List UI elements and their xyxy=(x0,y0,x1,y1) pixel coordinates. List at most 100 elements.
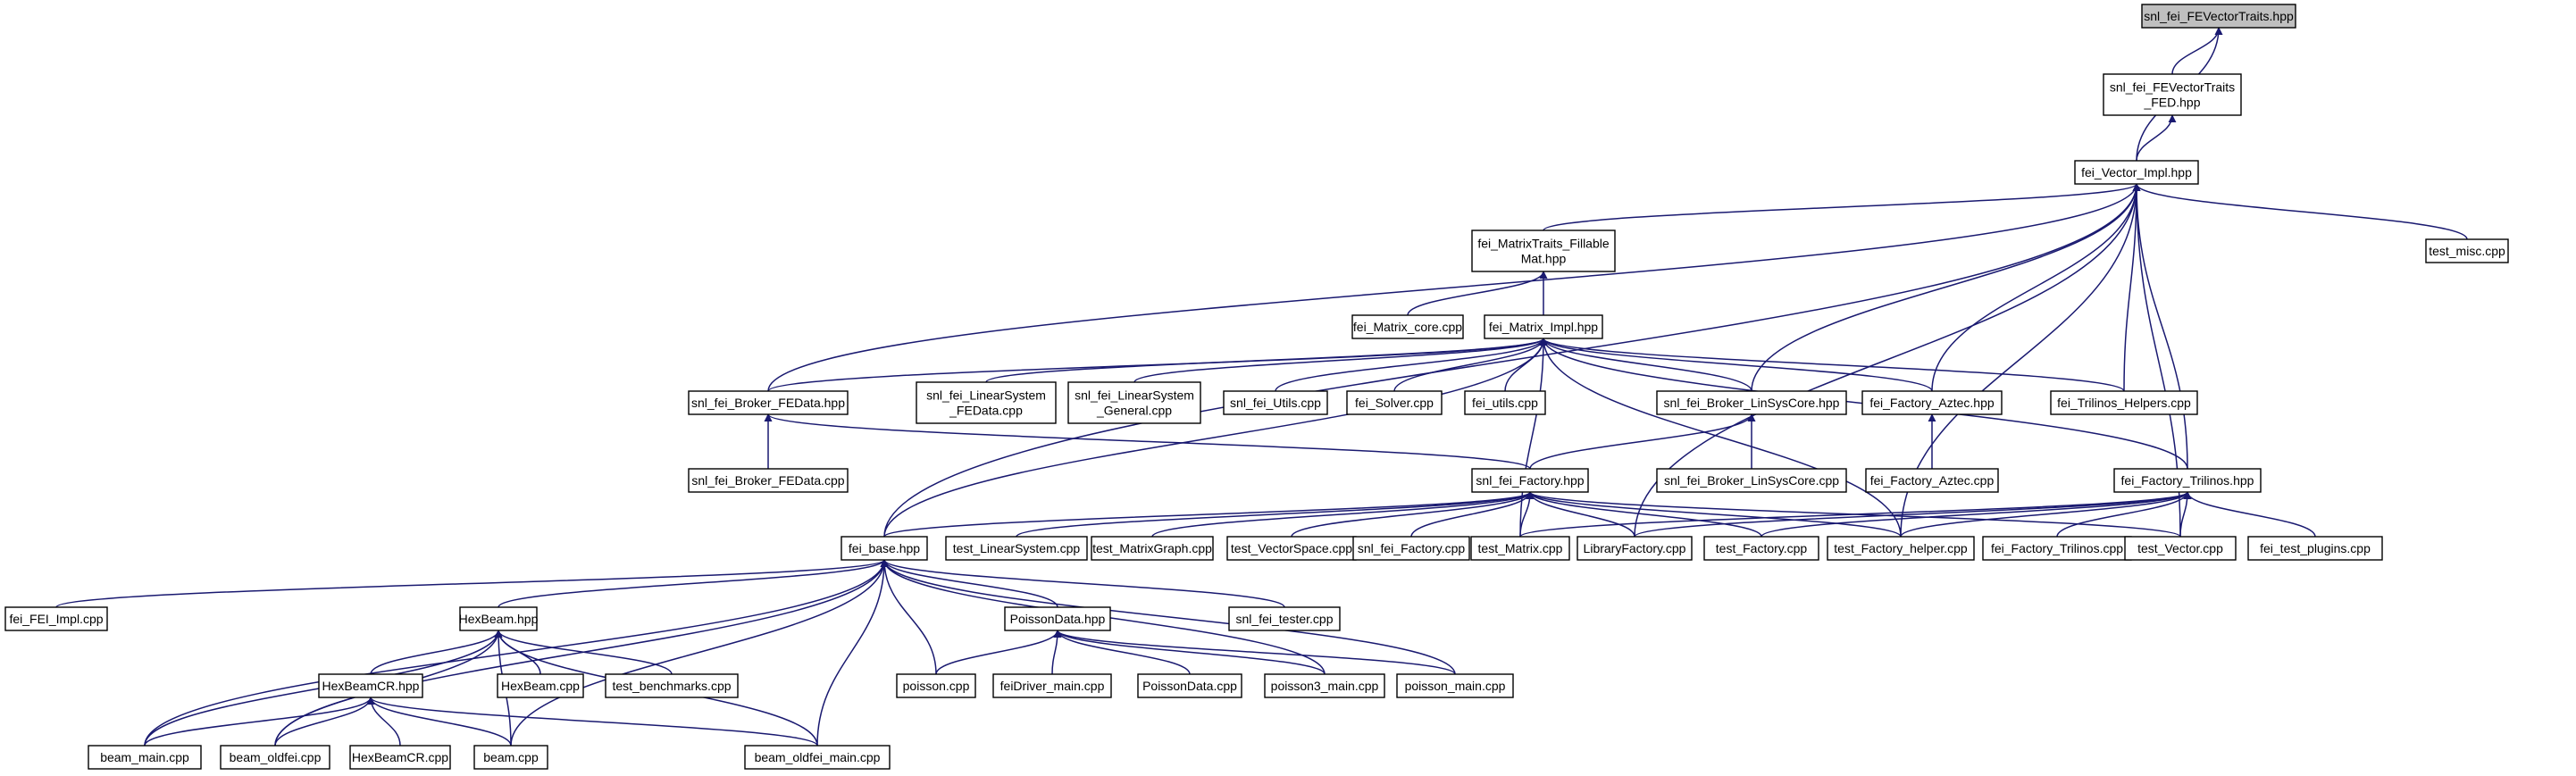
node-box xyxy=(1004,606,1111,631)
node-box xyxy=(605,673,739,698)
node-label: test_Factory.cpp xyxy=(1716,541,1808,555)
node-label: snl_fei_Broker_LinSysCore.cpp xyxy=(1664,473,1839,488)
graph-node[interactable]: fei_Factory_Trilinos.hpp xyxy=(2113,468,2262,493)
graph-node[interactable]: PoissonData.cpp xyxy=(1137,673,1242,698)
node-label: snl_fei_FEVectorTraits.hpp xyxy=(2144,9,2294,23)
graph-node[interactable]: snl_fei_FEVectorTraits_FED.hpp xyxy=(2103,73,2242,116)
graph-node[interactable]: snl_fei_Broker_LinSysCore.cpp xyxy=(1656,468,1847,493)
graph-node[interactable]: test_benchmarks.cpp xyxy=(605,673,739,698)
node-box xyxy=(992,673,1112,698)
node-label: _General.cpp xyxy=(1096,404,1172,418)
node-box xyxy=(1346,390,1443,415)
node-label: HexBeamCR.cpp xyxy=(352,750,448,764)
graph-node[interactable]: HexBeam.cpp xyxy=(497,673,584,698)
dependency-edge xyxy=(1151,491,1535,538)
graph-node[interactable]: snl_fei_Factory.cpp xyxy=(1352,536,1470,561)
dependency-edge xyxy=(1931,183,2141,392)
graph-node[interactable]: PoissonData.hpp xyxy=(1004,606,1111,631)
node-label: snl_fei_tester.cpp xyxy=(1236,612,1334,626)
graph-node[interactable]: test_Factory_helper.cpp xyxy=(1827,536,1975,561)
graph-node[interactable]: snl_fei_Broker_LinSysCore.hpp xyxy=(1656,390,1847,415)
graph-node[interactable]: beam.cpp xyxy=(473,745,548,770)
node-box xyxy=(1067,381,1201,424)
graph-node[interactable]: test_LinearSystem.cpp xyxy=(945,536,1088,561)
node-label: fei_Solver.cpp xyxy=(1355,396,1434,410)
graph-node[interactable]: beam_main.cpp xyxy=(88,745,202,770)
node-box xyxy=(318,673,423,698)
dependency-edge xyxy=(1761,491,2192,538)
dependency-edge xyxy=(1526,491,1762,538)
node-box xyxy=(841,536,928,561)
node-label: test_Factory_helper.cpp xyxy=(1834,541,1968,555)
dependency-edge xyxy=(2132,183,2188,470)
dependency-edge xyxy=(366,697,512,747)
graph-node[interactable]: test_Vector.cpp xyxy=(2124,536,2237,561)
node-box xyxy=(1470,536,1570,561)
graph-node[interactable]: feiDriver_main.cpp xyxy=(992,673,1112,698)
graph-node[interactable]: fei_Factory_Trilinos.cpp xyxy=(1982,536,2132,561)
graph-node[interactable]: test_MatrixGraph.cpp xyxy=(1091,536,1214,561)
graph-node[interactable]: test_Factory.cpp xyxy=(1703,536,1819,561)
graph-node[interactable]: fei_FEI_Impl.cpp xyxy=(4,606,108,631)
node-label: test_misc.cpp xyxy=(2429,244,2505,258)
node-box xyxy=(2113,468,2262,493)
node-box xyxy=(1982,536,2132,561)
node-label: LibraryFactory.cpp xyxy=(1584,541,1686,555)
node-label: poisson.cpp xyxy=(903,679,970,693)
graph-node[interactable]: fei_Solver.cpp xyxy=(1346,390,1443,415)
graph-node[interactable]: poisson_main.cpp xyxy=(1396,673,1514,698)
node-label: test_Vector.cpp xyxy=(2137,541,2223,555)
graph-node[interactable]: fei_base.hpp xyxy=(841,536,928,561)
node-label: beam_oldfei.cpp xyxy=(230,750,322,764)
graph-node[interactable]: test_VectorSpace.cpp xyxy=(1226,536,1357,561)
graph-node[interactable]: fei_utils.cpp xyxy=(1464,390,1546,415)
node-label: poisson_main.cpp xyxy=(1405,679,1506,693)
graph-node[interactable]: HexBeamCR.hpp xyxy=(318,673,423,698)
graph-node[interactable]: snl_fei_Broker_FEData.hpp xyxy=(688,390,849,415)
graph-node[interactable]: fei_Vector_Impl.hpp xyxy=(2074,160,2199,185)
graph-node[interactable]: test_Matrix.cpp xyxy=(1470,536,1570,561)
graph-node[interactable]: beam_oldfei_main.cpp xyxy=(744,745,891,770)
graph-node[interactable]: fei_test_plugins.cpp xyxy=(2247,536,2383,561)
dependency-edge xyxy=(1393,338,1548,392)
node-label: fei_test_plugins.cpp xyxy=(2260,541,2371,555)
graph-node[interactable]: snl_fei_LinearSystem_General.cpp xyxy=(1067,381,1201,424)
node-label: fei_base.hpp xyxy=(849,541,920,555)
node-box xyxy=(1137,673,1242,698)
node-label: PoissonData.hpp xyxy=(1010,612,1106,626)
node-box xyxy=(1484,314,1603,339)
dependency-edge xyxy=(883,338,1548,538)
graph-node[interactable]: snl_fei_tester.cpp xyxy=(1228,606,1341,631)
node-label: HexBeamCR.hpp xyxy=(322,679,420,693)
graph-node[interactable]: fei_Matrix_core.cpp xyxy=(1351,314,1464,339)
graph-node[interactable]: fei_Matrix_Impl.hpp xyxy=(1484,314,1603,339)
dependency-edge xyxy=(985,338,1548,383)
graph-node[interactable]: HexBeamCR.cpp xyxy=(349,745,451,770)
graph-node[interactable]: test_misc.cpp xyxy=(2425,238,2509,263)
graph-node[interactable]: snl_fei_Broker_FEData.cpp xyxy=(688,468,849,493)
dependency-edge xyxy=(55,559,889,608)
graph-node[interactable]: LibraryFactory.cpp xyxy=(1577,536,1693,561)
graph-node[interactable]: beam_oldfei.cpp xyxy=(220,745,330,770)
node-label: beam_oldfei_main.cpp xyxy=(755,750,881,764)
graph-node[interactable]: snl_fei_Utils.cpp xyxy=(1223,390,1328,415)
node-label: snl_fei_LinearSystem xyxy=(926,388,1046,403)
dependency-edge xyxy=(935,630,1062,675)
graph-node[interactable]: fei_Trilinos_Helpers.cpp xyxy=(2050,390,2198,415)
graph-node[interactable]: fei_Factory_Aztec.cpp xyxy=(1865,468,1999,493)
graph-node[interactable]: poisson3_main.cpp xyxy=(1264,673,1385,698)
node-box xyxy=(945,536,1088,561)
dependency-edge xyxy=(498,559,889,608)
node-label: poisson3_main.cpp xyxy=(1271,679,1379,693)
graph-node[interactable]: snl_fei_Factory.hpp xyxy=(1471,468,1589,493)
graph-node[interactable]: poisson.cpp xyxy=(896,673,976,698)
node-label: fei_Trilinos_Helpers.cpp xyxy=(2057,396,2191,410)
node-label: snl_fei_Utils.cpp xyxy=(1230,396,1321,410)
dependency-edge xyxy=(2132,183,2468,240)
graph-node[interactable]: snl_fei_LinearSystem_FEData.cpp xyxy=(916,381,1057,424)
graph-node[interactable]: HexBeam.hpp xyxy=(459,606,539,631)
graph-node[interactable]: fei_Factory_Aztec.hpp xyxy=(1861,390,2003,415)
dependency-edge xyxy=(1539,338,2125,392)
